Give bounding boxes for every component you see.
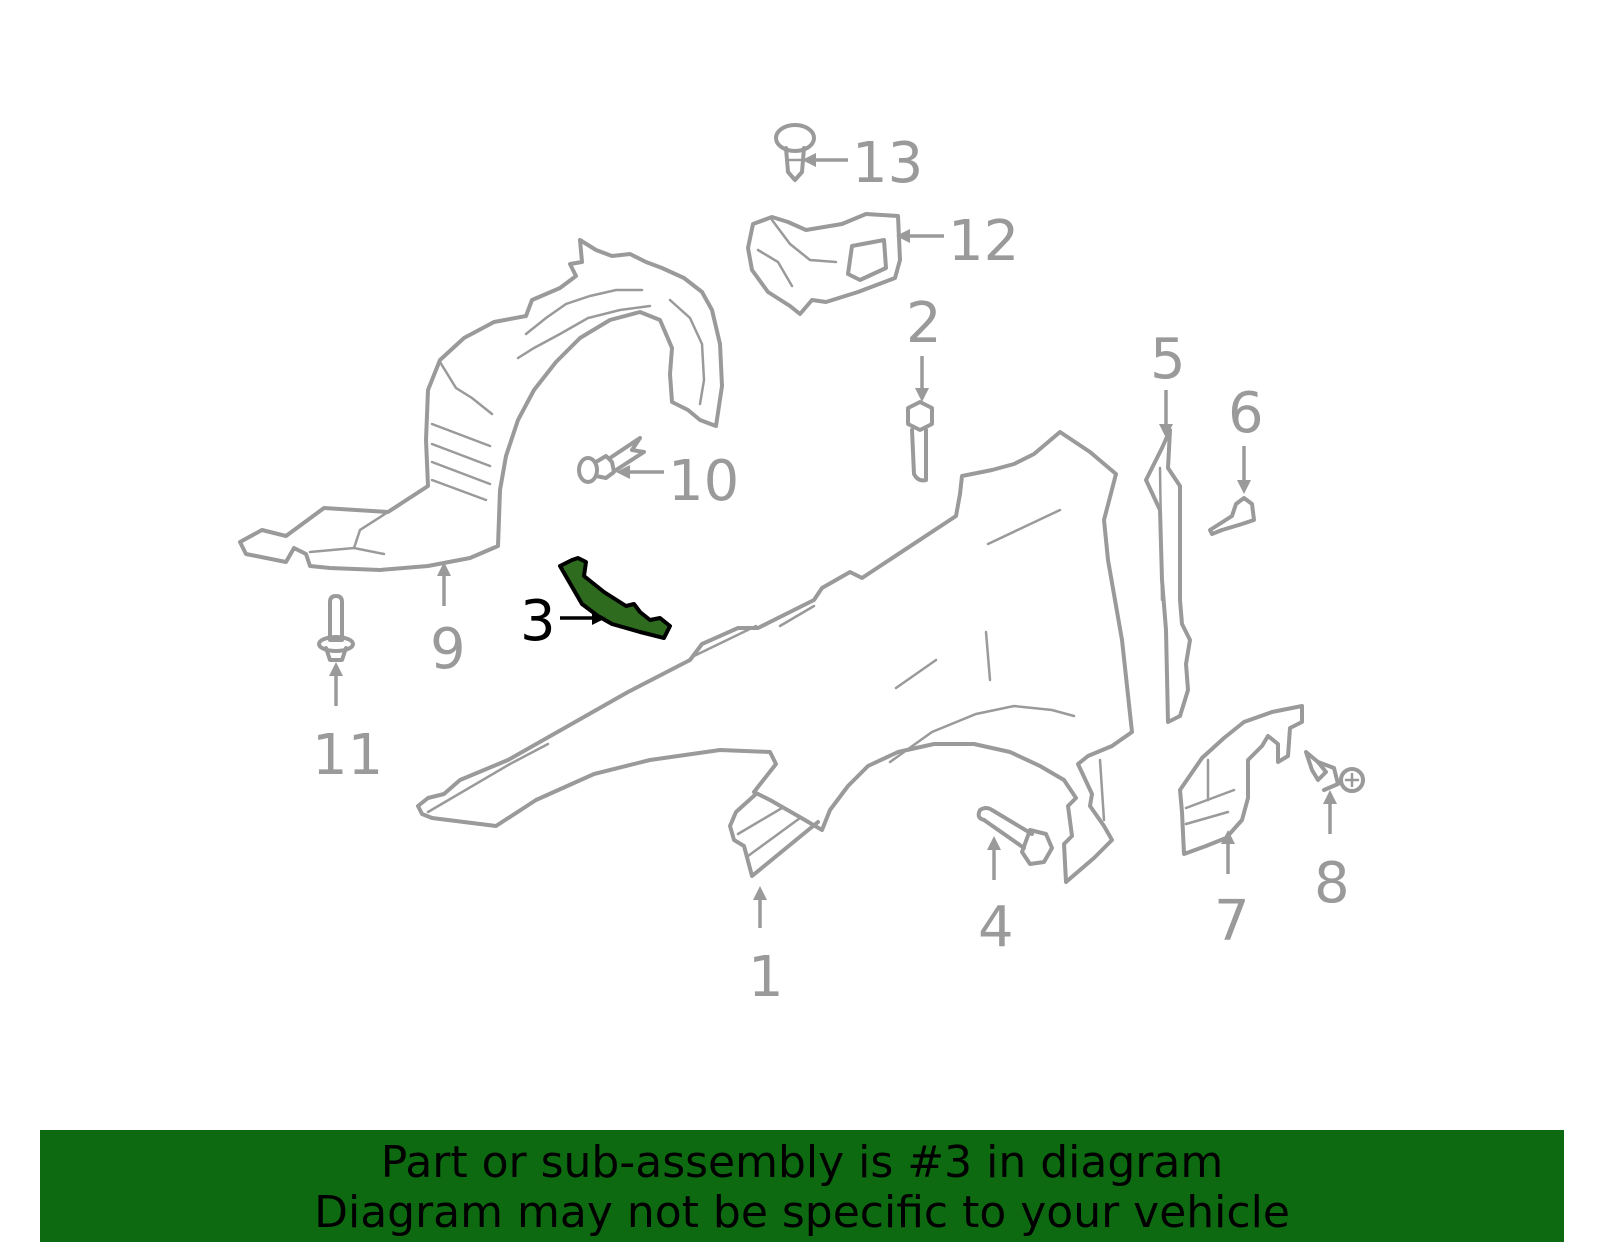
part-13-clip xyxy=(774,123,816,182)
banner-line-part: Part or sub-assembly is #3 in diagram xyxy=(380,1137,1224,1188)
part-9-fender-liner xyxy=(238,238,724,572)
part-5-seal xyxy=(1144,428,1192,724)
callout-3: 3 xyxy=(520,589,556,654)
callout-13: 13 xyxy=(852,131,923,196)
callout-11: 11 xyxy=(312,723,383,788)
part-2-bolt xyxy=(906,400,934,483)
callout-9: 9 xyxy=(430,617,466,682)
part-10-push-pin xyxy=(577,436,646,484)
callout-2: 2 xyxy=(906,291,942,356)
part-7-bracket xyxy=(1178,704,1304,856)
callout-1: 1 xyxy=(748,945,784,1010)
callout-12: 12 xyxy=(948,209,1019,274)
leader-arrows xyxy=(329,153,1337,928)
part-1-fender xyxy=(416,430,1134,884)
part-11-stud xyxy=(317,594,355,662)
part-4-bolt xyxy=(976,806,1054,866)
callout-10: 10 xyxy=(668,449,739,514)
callout-6: 6 xyxy=(1228,381,1264,446)
callout-labels: 13 12 2 5 6 10 3 9 11 4 7 8 1 xyxy=(312,131,1350,1010)
callout-8: 8 xyxy=(1314,851,1350,916)
callout-5: 5 xyxy=(1150,327,1186,392)
part-6-clip xyxy=(1208,496,1256,536)
callout-7: 7 xyxy=(1214,889,1250,954)
part-8-screw xyxy=(1304,750,1365,793)
callout-4: 4 xyxy=(978,895,1014,960)
banner-line-disclaimer: Diagram may not be specific to your vehi… xyxy=(314,1187,1290,1238)
part-3-bracket-highlighted xyxy=(558,556,672,640)
part-12-bracket xyxy=(746,212,902,316)
info-banner: Part or sub-assembly is #3 in diagram Di… xyxy=(40,1130,1564,1242)
